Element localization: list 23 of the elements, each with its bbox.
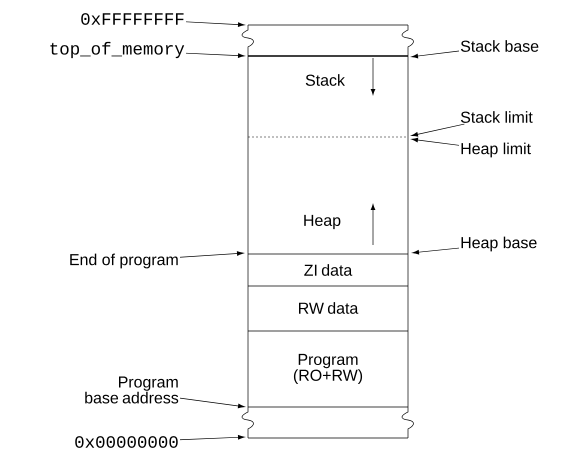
- region-label: Heap: [304, 214, 340, 230]
- callout-label: Heap base: [462, 236, 537, 252]
- leader-arrow: [186, 21, 245, 27]
- region-label: RW data: [299, 302, 358, 314]
- region-label: Program (RO+RW): [294, 354, 362, 384]
- callout-label: top_of_memory: [50, 42, 184, 58]
- region-label: ZI data: [304, 264, 352, 276]
- callout-label: Program base address: [85, 376, 178, 404]
- callout-label: Stack limit: [460, 111, 533, 123]
- callout-label: End of program: [70, 254, 178, 268]
- callout-label: Heap limit: [462, 142, 531, 158]
- leader-arrow: [180, 398, 245, 408]
- leader-arrow: [180, 251, 244, 258]
- callout-label: Stack base: [460, 40, 538, 52]
- callout-label: 0x00000000: [75, 436, 178, 448]
- leader-arrow: [411, 138, 460, 146]
- leader-arrow: [411, 124, 465, 137]
- leader-arrow: [412, 248, 460, 254]
- leader-arrow: [411, 50, 460, 58]
- leader-arrow: [180, 435, 245, 440]
- callout-label: 0xFFFFFFFF: [81, 13, 184, 25]
- leader-arrow: [186, 52, 245, 58]
- region-label: Stack: [306, 74, 345, 86]
